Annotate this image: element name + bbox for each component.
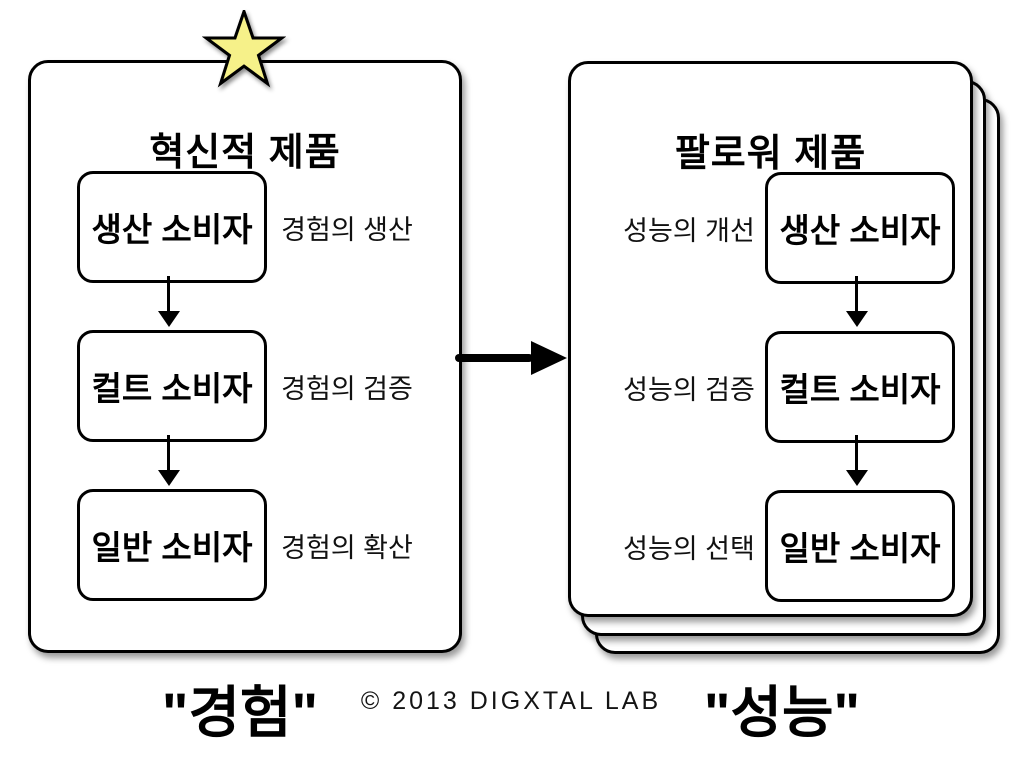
star-icon bbox=[202, 10, 286, 88]
experience-caption: "경험" bbox=[161, 681, 319, 744]
arrow-down-right-2 bbox=[846, 435, 868, 486]
arrow-head-icon bbox=[158, 470, 180, 486]
cult-consumer-label: 컬트 소비자 bbox=[91, 370, 253, 407]
arrow-shaft bbox=[167, 435, 170, 472]
general-consumer-label: 일반 소비자 bbox=[91, 529, 253, 566]
follower-product-panel: 팔로워 제품 성능의 개선 생산 소비자 성능의 검증 컬트 소비자 성능의 선… bbox=[568, 61, 973, 617]
general-consumer-box-right: 일반 소비자 bbox=[765, 490, 955, 602]
arrow-head-icon bbox=[531, 341, 567, 375]
performance-selection-label: 성능의 선택 bbox=[623, 533, 755, 564]
arrow-head-icon bbox=[846, 311, 868, 327]
arrow-shaft bbox=[855, 276, 858, 313]
copyright-text: © 2013 DIGXTAL LAB bbox=[360, 687, 662, 715]
performance-verification-label: 성능의 검증 bbox=[623, 374, 755, 405]
experience-spread-label: 경험의 확산 bbox=[281, 532, 413, 563]
arrow-shaft bbox=[455, 354, 533, 362]
innovative-product-panel: 혁신적 제품 생산 소비자 경험의 생산 컬트 소비자 경험의 검증 일반 소비… bbox=[28, 60, 462, 653]
producer-consumer-label: 생산 소비자 bbox=[91, 211, 253, 248]
producer-consumer-box-left: 생산 소비자 bbox=[77, 171, 267, 283]
producer-consumer-box-right: 생산 소비자 bbox=[765, 172, 955, 284]
innovative-panel-title: 혁신적 제품 bbox=[149, 131, 341, 174]
arrow-down-left-1 bbox=[158, 276, 180, 327]
arrow-down-left-2 bbox=[158, 435, 180, 486]
cult-consumer-label: 컬트 소비자 bbox=[779, 371, 941, 408]
arrow-shaft bbox=[167, 276, 170, 313]
general-consumer-label: 일반 소비자 bbox=[779, 530, 941, 567]
follower-panel-title: 팔로워 제품 bbox=[674, 132, 867, 175]
arrow-head-icon bbox=[846, 470, 868, 486]
experience-verification-label: 경험의 검증 bbox=[281, 373, 413, 404]
general-consumer-box-left: 일반 소비자 bbox=[77, 489, 267, 601]
arrow-head-icon bbox=[158, 311, 180, 327]
experience-production-label: 경험의 생산 bbox=[281, 214, 413, 245]
performance-improvement-label: 성능의 개선 bbox=[623, 215, 755, 246]
cult-consumer-box-right: 컬트 소비자 bbox=[765, 331, 955, 443]
arrow-shaft bbox=[855, 435, 858, 472]
arrow-down-right-1 bbox=[846, 276, 868, 327]
producer-consumer-label: 생산 소비자 bbox=[779, 212, 941, 249]
arrow-right-icon bbox=[455, 341, 567, 375]
cult-consumer-box-left: 컬트 소비자 bbox=[77, 330, 267, 442]
performance-caption: "성능" bbox=[703, 681, 861, 744]
